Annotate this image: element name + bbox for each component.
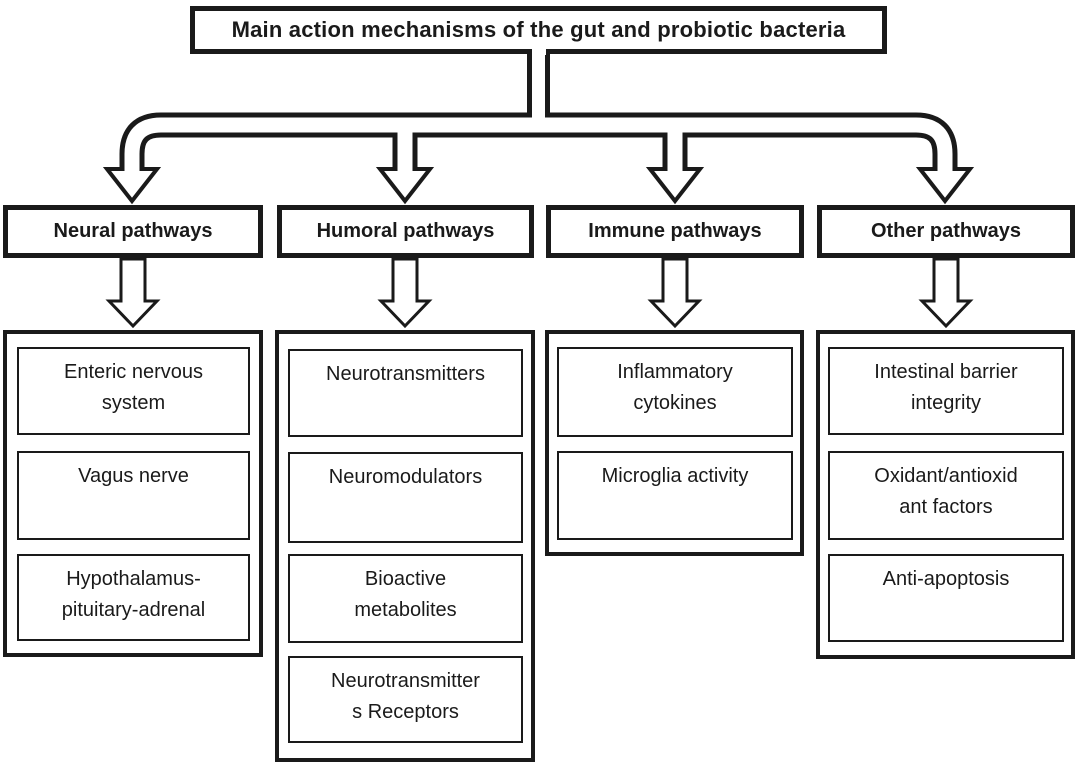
item-microglia-activity: Microglia activity [557,451,793,540]
branch-arrow-trunk [102,48,975,205]
item-enteric-nervous-system: Enteric nervous system [17,347,250,435]
item-hypothalamus-pituitary-adrenal: Hypothalamus- pituitary-adrenal [17,554,250,641]
header-to-list-arrows [105,257,974,329]
item-anti-apoptosis: Anti-apoptosis [828,554,1064,642]
title-box: Main action mechanisms of the gut and pr… [190,6,887,54]
header-humoral-pathways: Humoral pathways [277,205,534,258]
item-bioactive-metabolites: Bioactive metabolites [288,554,523,643]
item-inflammatory-cytokines: Inflammatory cytokines [557,347,793,437]
header-neural-pathways: Neural pathways [3,205,263,258]
stem-gap [532,49,546,55]
arrow-other-to-list [918,257,974,329]
item-oxidant-antioxidant-factors: Oxidant/antioxid ant factors [828,451,1064,540]
arrow-humoral-to-list [377,257,433,329]
item-intestinal-barrier-integrity: Intestinal barrier integrity [828,347,1064,435]
header-immune-pathways: Immune pathways [546,205,804,258]
item-neuromodulators: Neuromodulators [288,452,523,543]
item-vagus-nerve: Vagus nerve [17,451,250,540]
header-other-pathways: Other pathways [817,205,1075,258]
arrow-neural-to-list [105,257,161,329]
item-neurotransmitters-receptors: Neurotransmitter s Receptors [288,656,523,743]
item-neurotransmitters: Neurotransmitters [288,349,523,437]
arrow-immune-to-list [647,257,703,329]
